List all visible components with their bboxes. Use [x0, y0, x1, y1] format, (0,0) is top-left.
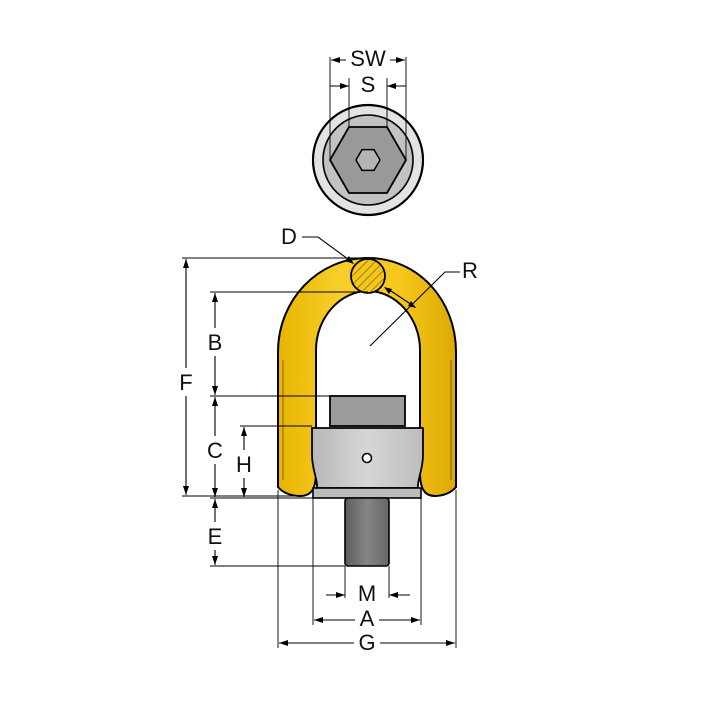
label-c: C — [207, 438, 223, 463]
label-g: G — [358, 630, 375, 655]
e-dimension: E — [204, 499, 345, 567]
base-washer — [312, 487, 422, 499]
label-a: A — [360, 606, 375, 631]
label-m: M — [358, 581, 376, 606]
s-dimension: S — [330, 72, 406, 127]
threaded-bolt — [344, 497, 390, 567]
label-r: R — [462, 258, 478, 283]
label-d: D — [281, 224, 297, 249]
label-s: S — [361, 72, 376, 97]
label-e: E — [208, 524, 223, 549]
upper-hex-collar — [329, 395, 406, 427]
body-pin-hole — [361, 452, 373, 464]
label-sw: SW — [350, 46, 386, 71]
ring-cross-section — [350, 258, 386, 294]
sw-dimension: SW — [329, 46, 407, 160]
d-dimension: D — [281, 224, 354, 264]
r-dimension: R — [369, 258, 478, 347]
h-dimension: H — [233, 425, 312, 497]
m-dimension: M — [326, 566, 410, 606]
top-view — [311, 103, 425, 217]
label-f: F — [179, 370, 192, 395]
a-dimension: A — [312, 498, 422, 632]
label-h: H — [236, 452, 252, 477]
c-dimension: C — [204, 397, 313, 499]
label-b: B — [208, 330, 223, 355]
g-dimension: G — [277, 490, 457, 655]
f-dimension: F — [175, 257, 368, 497]
b-dimension: B — [204, 291, 368, 397]
swivel-body — [311, 395, 424, 567]
lifting-ring — [277, 256, 457, 498]
top-view-hex-socket — [355, 148, 381, 172]
